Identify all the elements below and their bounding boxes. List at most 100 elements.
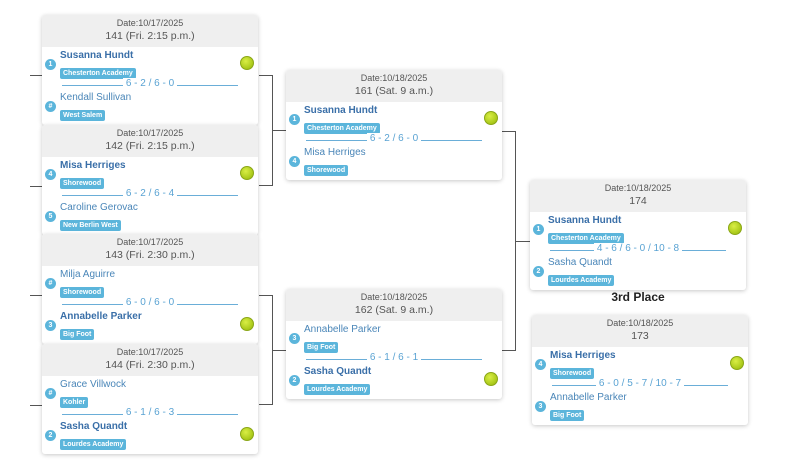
player-name[interactable]: Misa Herriges: [304, 147, 366, 158]
match-score: 6 - 1 / 6 - 3: [122, 407, 178, 418]
seed-badge: #: [45, 101, 56, 112]
match-card-144[interactable]: Date:10/17/2025 144 (Fri. 2:30 p.m.) # G…: [42, 344, 258, 454]
match-header: Date:10/17/2025 142 (Fri. 2:15 p.m.): [42, 125, 258, 157]
match-card-174[interactable]: Date:10/18/2025 174 1 Susanna Hundt Ches…: [530, 180, 746, 290]
bracket-line: [30, 405, 44, 406]
player-slot[interactable]: 3 Annabelle Parker Big Foot: [532, 389, 748, 425]
seed-badge: 3: [535, 401, 546, 412]
player-slot[interactable]: # Kendall Sullivan West Salem: [42, 89, 258, 125]
seed-badge: 4: [535, 359, 546, 370]
match-card-141[interactable]: Date:10/17/2025 141 (Fri. 2:15 p.m.) 1 S…: [42, 15, 258, 125]
match-header: Date:10/17/2025 143 (Fri. 2:30 p.m.): [42, 234, 258, 266]
tennis-ball-icon: [728, 221, 742, 235]
player-name[interactable]: Susanna Hundt: [548, 215, 622, 226]
player-name[interactable]: Grace Villwock: [60, 379, 126, 390]
player-name[interactable]: Sasha Quandt: [304, 366, 372, 377]
bracket-line: [502, 131, 516, 351]
match-header: Date:10/17/2025 141 (Fri. 2:15 p.m.): [42, 15, 258, 47]
player-name[interactable]: Annabelle Parker: [304, 324, 381, 335]
player-name[interactable]: Caroline Gerovac: [60, 202, 138, 213]
school-badge: Chesterton Academy: [304, 123, 380, 134]
score-row: 6 - 0 / 5 - 7 / 10 - 7: [532, 378, 748, 389]
seed-badge: 2: [533, 266, 544, 277]
match-score: 6 - 0 / 6 - 0: [122, 297, 178, 308]
score-row: 6 - 2 / 6 - 0: [286, 133, 502, 144]
player-name[interactable]: Annabelle Parker: [550, 392, 627, 403]
player-name[interactable]: Susanna Hundt: [60, 50, 134, 61]
seed-badge: 4: [289, 156, 300, 167]
player-slot[interactable]: 2 Sasha Quandt Lourdes Academy: [530, 254, 746, 290]
match-header: Date:10/18/2025 173: [532, 315, 748, 347]
player-name[interactable]: Misa Herriges: [550, 350, 616, 361]
school-badge: Lourdes Academy: [304, 384, 371, 395]
seed-badge: #: [45, 278, 56, 289]
match-card-142[interactable]: Date:10/17/2025 142 (Fri. 2:15 p.m.) 4 M…: [42, 125, 258, 235]
player-slot[interactable]: 4 Misa Herriges Shorewood: [532, 347, 748, 383]
match-date: Date:10/17/2025: [116, 237, 184, 247]
bracket-line: [273, 130, 286, 131]
school-badge: Lourdes Academy: [60, 439, 127, 450]
school-badge: Shorewood: [60, 178, 105, 189]
match-number: 173: [631, 330, 649, 342]
bracket-line: [30, 186, 44, 187]
school-badge: Big Foot: [304, 342, 339, 353]
match-number: 162 (Sat. 9 a.m.): [354, 304, 434, 316]
tennis-ball-icon: [240, 166, 254, 180]
match-date: Date:10/18/2025: [606, 318, 674, 328]
school-badge: Shorewood: [60, 287, 105, 298]
school-badge: Big Foot: [60, 329, 95, 340]
player-slot[interactable]: 1 Susanna Hundt Chesterton Academy: [530, 212, 746, 248]
match-number: 142 (Fri. 2:15 p.m.): [105, 140, 195, 152]
match-date: Date:10/18/2025: [360, 292, 428, 302]
seed-badge: 2: [45, 430, 56, 441]
match-score: 6 - 0 / 5 - 7 / 10 - 7: [595, 378, 685, 389]
player-slot[interactable]: 3 Annabelle Parker Big Foot: [42, 308, 258, 344]
match-date: Date:10/17/2025: [116, 128, 184, 138]
player-slot[interactable]: 2 Sasha Quandt Lourdes Academy: [286, 363, 502, 399]
match-score: 6 - 1 / 6 - 1: [366, 352, 422, 363]
match-date: Date:10/17/2025: [116, 18, 184, 28]
match-score: 6 - 2 / 6 - 0: [122, 78, 178, 89]
player-slot[interactable]: # Milja Aguirre Shorewood: [42, 266, 258, 302]
third-place-title: 3rd Place: [611, 290, 665, 304]
player-name[interactable]: Sasha Quandt: [548, 257, 612, 268]
player-name[interactable]: Misa Herriges: [60, 160, 126, 171]
bracket-line: [30, 75, 44, 76]
match-header: Date:10/18/2025 162 (Sat. 9 a.m.): [286, 289, 502, 321]
match-card-161[interactable]: Date:10/18/2025 161 (Sat. 9 a.m.) 1 Susa…: [286, 70, 502, 180]
player-slot[interactable]: 3 Annabelle Parker Big Foot: [286, 321, 502, 357]
player-slot[interactable]: # Grace Villwock Kohler: [42, 376, 258, 412]
player-name[interactable]: Milja Aguirre: [60, 269, 116, 280]
match-card-162[interactable]: Date:10/18/2025 162 (Sat. 9 a.m.) 3 Anna…: [286, 289, 502, 399]
player-name[interactable]: Annabelle Parker: [60, 311, 142, 322]
score-row: 6 - 2 / 6 - 0: [42, 78, 258, 89]
school-badge: Big Foot: [550, 410, 585, 421]
bracket-line: [259, 295, 273, 405]
match-card-173[interactable]: Date:10/18/2025 173 4 Misa Herriges Shor…: [532, 315, 748, 425]
match-header: Date:10/18/2025 161 (Sat. 9 a.m.): [286, 70, 502, 102]
match-number: 174: [629, 195, 647, 207]
match-score: 6 - 2 / 6 - 0: [366, 133, 422, 144]
player-slot[interactable]: 1 Susanna Hundt Chesterton Academy: [42, 47, 258, 83]
score-row: 6 - 0 / 6 - 0: [42, 297, 258, 308]
player-name[interactable]: Kendall Sullivan: [60, 92, 132, 103]
seed-badge: 1: [45, 59, 56, 70]
tennis-ball-icon: [484, 111, 498, 125]
match-date: Date:10/18/2025: [604, 183, 672, 193]
tennis-ball-icon: [730, 356, 744, 370]
player-slot[interactable]: 2 Sasha Quandt Lourdes Academy: [42, 418, 258, 454]
player-slot[interactable]: 1 Susanna Hundt Chesterton Academy: [286, 102, 502, 138]
match-date: Date:10/17/2025: [116, 347, 184, 357]
player-name[interactable]: Sasha Quandt: [60, 421, 128, 432]
match-score: 4 - 6 / 6 - 0 / 10 - 8: [593, 243, 683, 254]
player-slot[interactable]: 5 Caroline Gerovac New Berlin West: [42, 199, 258, 235]
player-slot[interactable]: 4 Misa Herriges Shorewood: [286, 144, 502, 180]
match-card-143[interactable]: Date:10/17/2025 143 (Fri. 2:30 p.m.) # M…: [42, 234, 258, 344]
match-number: 144 (Fri. 2:30 p.m.): [105, 359, 195, 371]
match-score: 6 - 2 / 6 - 4: [122, 188, 178, 199]
match-date: Date:10/18/2025: [360, 73, 428, 83]
seed-badge: 5: [45, 211, 56, 222]
school-badge: Kohler: [60, 397, 89, 408]
player-slot[interactable]: 4 Misa Herriges Shorewood: [42, 157, 258, 193]
player-name[interactable]: Susanna Hundt: [304, 105, 378, 116]
